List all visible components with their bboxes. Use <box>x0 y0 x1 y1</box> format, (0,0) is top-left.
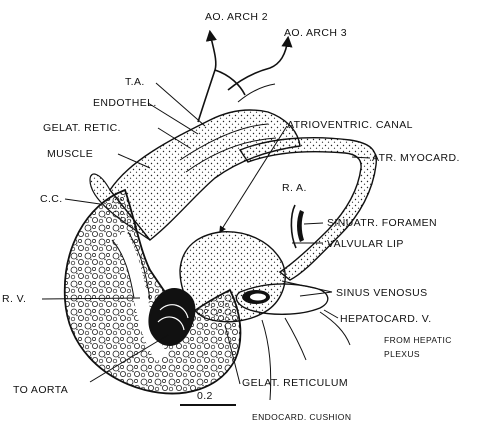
label-endothel: ENDOTHEL. <box>93 97 157 109</box>
label-atr-myocard: ATR. MYOCARD. <box>372 152 460 164</box>
label-hepatocard-v: HEPATOCARD. V. <box>340 313 432 325</box>
label-plexus: PLEXUS <box>384 349 420 359</box>
label-ao-arch-3: AO. ARCH 3 <box>284 27 347 39</box>
label-to-aorta: TO AORTA <box>13 384 68 396</box>
label-sinuatr-foramen: SINUATR. FORAMEN <box>327 217 437 229</box>
sinus-venosus <box>235 204 351 401</box>
label-muscle: MUSCLE <box>47 148 93 160</box>
label-from-hepatic: FROM HEPATIC <box>384 335 452 345</box>
label-rv: R. V. <box>2 293 26 305</box>
label-ao-arch-2: AO. ARCH 2 <box>205 11 268 23</box>
label-valvular-lip: VALVULAR LIP <box>327 238 404 250</box>
label-ra: R. A. <box>282 182 307 194</box>
label-cc: C.C. <box>40 193 63 205</box>
aortic-arches <box>197 29 293 123</box>
label-endocard-cushion: ENDOCARD. CUSHION <box>252 412 351 422</box>
label-gelat-retic: GELAT. RETIC. <box>43 122 121 134</box>
leader-lines <box>41 82 371 406</box>
atrial-myocardium <box>238 137 377 281</box>
label-ta: T.A. <box>125 76 145 88</box>
label-gelat-reticulum: GELAT. RETICULUM <box>242 377 348 389</box>
right-ventricle <box>63 188 242 395</box>
scale-bar-label: 0.2 <box>197 390 213 402</box>
label-atrioventric-canal: ATRIOVENTRIC. CANAL <box>287 119 413 131</box>
label-sinus-venosus: SINUS VENOSUS <box>336 287 428 299</box>
